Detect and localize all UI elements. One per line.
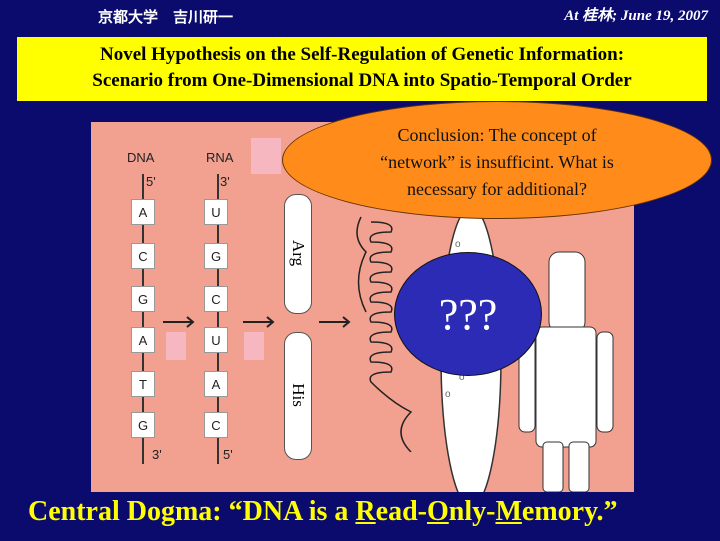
arg-label: Arg (288, 240, 308, 266)
dna-base: A (131, 327, 155, 353)
date-label: At 桂林; June 19, 2007 (564, 4, 708, 25)
footer-prefix: Central Dogma: “DNA is a (28, 496, 355, 527)
pink-marker (166, 332, 186, 360)
dna-5prime: 5' (146, 174, 156, 189)
rna-base: C (204, 412, 228, 438)
footer-o: O (427, 496, 449, 527)
pink-marker (244, 332, 264, 360)
dna-label: DNA (127, 150, 154, 165)
question-bubble: ??? (394, 252, 542, 376)
svg-text:o: o (445, 389, 451, 400)
rna-base: C (204, 286, 228, 312)
rna-base: U (204, 199, 228, 225)
author-label: 京都大学 吉川研一 (98, 6, 233, 27)
dna-base: T (131, 371, 155, 397)
rna-base: A (204, 371, 228, 397)
dna-base: G (131, 286, 155, 312)
rna-3prime: 3' (220, 174, 230, 189)
title-line-2: Scenario from One-Dimensional DNA into S… (17, 68, 707, 94)
amino-acid-arg: Arg (284, 194, 312, 314)
title-line-1: Novel Hypothesis on the Self-Regulation … (17, 37, 707, 68)
dna-base: A (131, 199, 155, 225)
footer-ead: ead- (376, 496, 427, 527)
rna-base: G (204, 243, 228, 269)
dna-base: G (131, 412, 155, 438)
rna-5prime: 5' (223, 447, 233, 462)
dna-3prime: 3' (152, 447, 162, 462)
footer-caption: Central Dogma: “DNA is a Read-Only-Memor… (28, 496, 618, 528)
amino-acid-his: His (284, 332, 312, 460)
footer-r: R (355, 496, 375, 527)
svg-text:o: o (455, 239, 461, 250)
footer-emory: emory.” (522, 496, 618, 527)
conclusion-bubble: Conclusion: The concept of “network” is … (282, 101, 712, 219)
title-box: Novel Hypothesis on the Self-Regulation … (17, 37, 707, 101)
footer-nly: nly- (449, 496, 496, 527)
footer-m: M (495, 496, 521, 527)
his-label: His (288, 382, 308, 408)
pink-marker (251, 138, 281, 174)
rna-label: RNA (206, 150, 233, 165)
conclusion-line-1: Conclusion: The concept of (283, 102, 711, 149)
conclusion-line-2: “network” is insufficint. What is (283, 149, 711, 176)
conclusion-line-3: necessary for additional? (283, 176, 711, 203)
dna-base: C (131, 243, 155, 269)
